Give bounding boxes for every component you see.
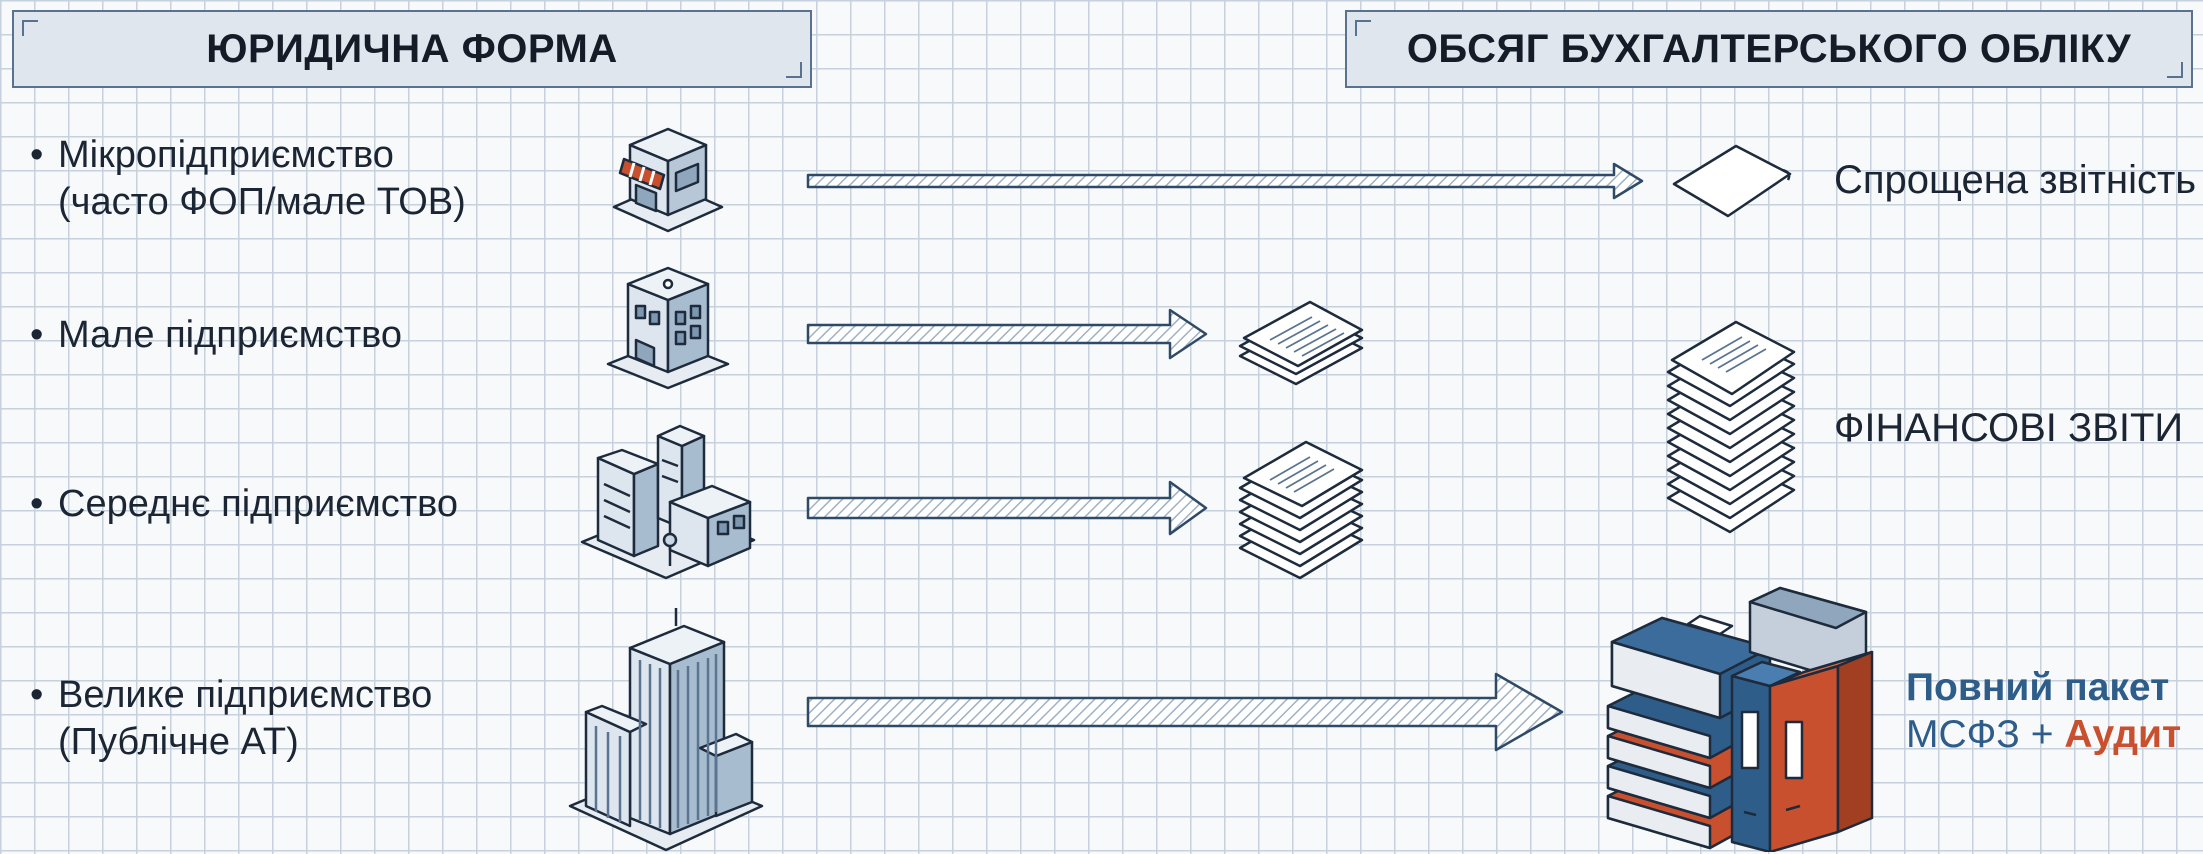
row-small-label: • Мале підприємство <box>30 312 403 359</box>
row-medium-title: Середнє підприємство <box>58 483 459 525</box>
financial-statements-label: ФІНАНСОВІ ЗВІТИ <box>1834 406 2184 450</box>
ifrs-label: МСФЗ <box>1906 713 2020 756</box>
office-complex-icon <box>580 424 756 580</box>
arrow-micro <box>806 162 1644 200</box>
bullet: • <box>30 134 44 176</box>
small-stack-icon <box>1238 300 1364 386</box>
accounting-scope-header: ОБСЯГ БУХГАЛТЕРСЬКОГО ОБЛІКУ <box>1345 10 2193 88</box>
full-package-title: Повний пакет <box>1906 666 2170 709</box>
audit-label: Аудит <box>2064 713 2182 756</box>
small-building-icon <box>606 266 730 390</box>
skyscraper-icon <box>568 608 764 852</box>
accounting-scope-title: ОБСЯГ БУХГАЛТЕРСЬКОГО ОБЛІКУ <box>1406 26 2132 71</box>
row-large-title: Велике підприємство <box>58 674 433 716</box>
row-micro-label: • Мікропідприємство (часто ФОП/мале ТОВ) <box>30 132 466 226</box>
row-medium-label: • Середнє підприємство <box>30 481 459 528</box>
row-large-subtitle: (Публічне АТ) <box>58 721 299 763</box>
row-large-label: • Велике підприємство (Публічне АТ) <box>30 672 433 766</box>
tall-stack-icon <box>1666 320 1796 534</box>
storefront-icon <box>612 127 724 233</box>
arrow-small <box>806 308 1208 360</box>
medium-stack-icon <box>1238 440 1364 580</box>
bullet: • <box>30 483 44 525</box>
row-small-title: Мале підприємство <box>58 314 403 356</box>
arrow-large <box>806 672 1564 752</box>
single-sheet-icon <box>1672 144 1792 218</box>
arrow-medium <box>806 480 1208 536</box>
simplified-reporting-label: Спрощена звітність <box>1834 158 2197 202</box>
binders-books-icon <box>1606 586 1874 852</box>
bullet: • <box>30 674 44 716</box>
legal-form-header: ЮРИДИЧНА ФОРМА <box>12 10 812 88</box>
legal-form-title: ЮРИДИЧНА ФОРМА <box>206 26 618 71</box>
row-micro-subtitle: (часто ФОП/мале ТОВ) <box>58 181 466 223</box>
row-micro-title: Мікропідприємство <box>58 134 394 176</box>
plus-sign: + <box>2030 713 2054 756</box>
full-package-label: Повний пакет МСФЗ + Аудит <box>1906 664 2181 758</box>
bullet: • <box>30 314 44 356</box>
